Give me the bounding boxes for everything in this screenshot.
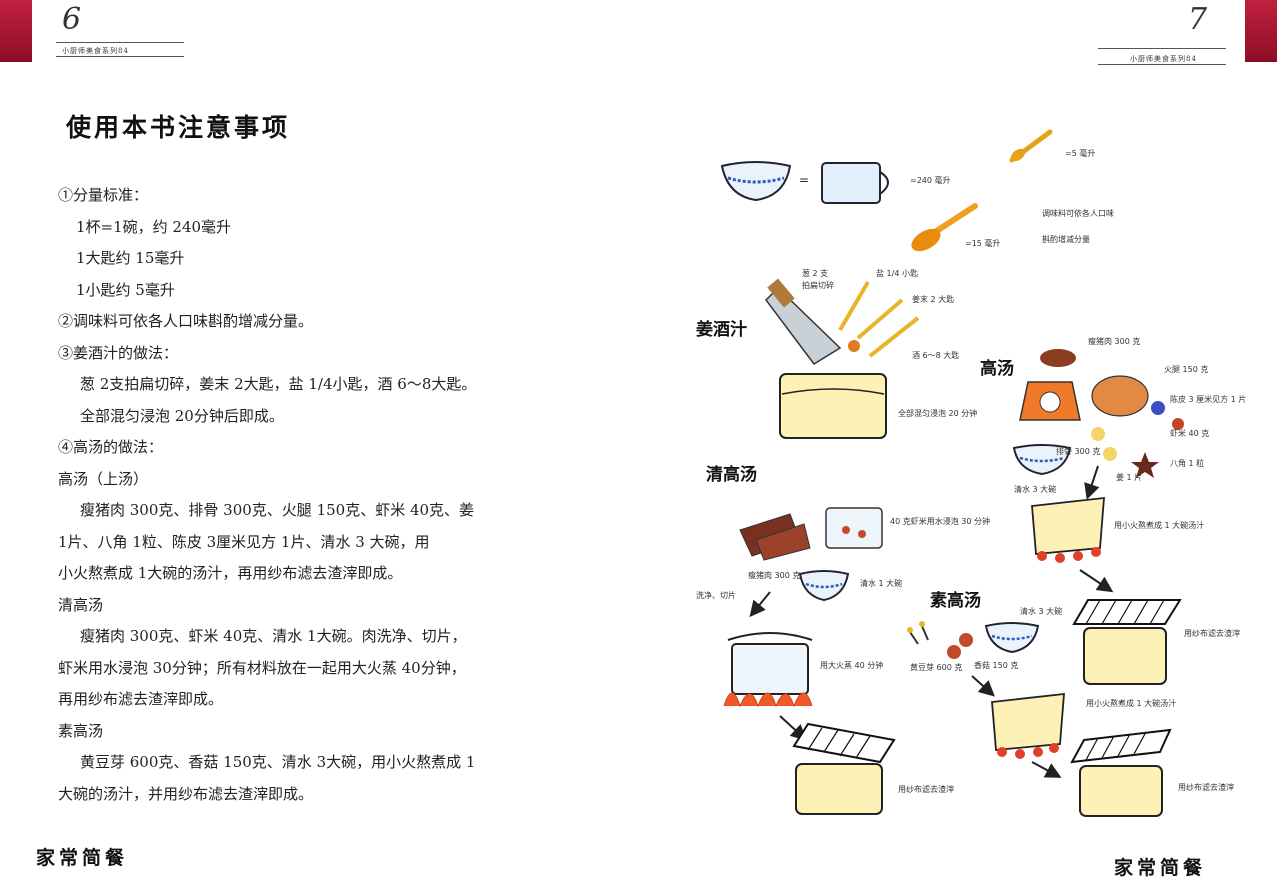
body-line: ③姜酒汁的做法： [58, 343, 179, 362]
header-rule [1098, 48, 1226, 49]
series-label: 小厨师美食系列84 [1130, 55, 1197, 63]
seasoning-note-1: 调味料可依各人口味 [1042, 208, 1114, 218]
clear-stock-bowl-icon [798, 570, 850, 602]
cs-soak-label: 40 克虾米用水浸泡 30 分钟 [890, 516, 990, 526]
clear-stock-strainer-icon [792, 722, 896, 815]
tablespoon-icon [911, 203, 978, 252]
body-line: 瘦猪肉 300克、虾米 40克、清水 1大碗。肉洗净、切片， [80, 627, 467, 645]
instructions-body: ①分量标准： 1杯=1碗，约 240毫升 1大匙约 15毫升 1小匙约 5毫升 … [58, 180, 628, 810]
clear-stock-heading: 清高汤 [706, 464, 757, 485]
header-rule [56, 56, 184, 57]
right-page: 7 小厨师美食系列84 = =240 毫升 =5 毫升 =15 毫升 [640, 0, 1277, 890]
page-footer: 家常简餐 [1114, 857, 1207, 879]
cleaver-icon [765, 278, 842, 365]
page-number: 6 [62, 2, 82, 37]
vs-mush-label: 香菇 150 克 [974, 660, 1018, 670]
mushroom-icon [947, 633, 973, 659]
measure-bowl-icon [720, 161, 792, 202]
gw-soak-label: 全部混匀浸泡 20 分钟 [898, 408, 977, 418]
veg-strainer-icon [1070, 728, 1172, 817]
page-title: 使用本书注意事项 [66, 113, 291, 142]
vs-water-label: 清水 3 大碗 [1020, 606, 1062, 616]
body-line: 1杯=1碗，约 240毫升 [76, 217, 232, 236]
page-ribbon [0, 0, 32, 62]
spoons-icon [838, 280, 920, 358]
body-line: 瘦猪肉 300克、排骨 300克、火腿 150克、虾米 40克、姜 [80, 501, 475, 519]
body-line: ④高汤的做法： [58, 438, 164, 456]
veg-stock-heading: 素高汤 [930, 590, 981, 611]
teaspoon-icon [1009, 129, 1053, 163]
steamer-pot-icon [723, 632, 813, 708]
body-line: 高汤（上汤） [58, 469, 149, 488]
stock-pot-icon [1031, 496, 1105, 563]
st-pork-label: 瘦猪肉 300 克 [1088, 336, 1140, 346]
seasoning-note-2: 斟酌增减分量 [1042, 234, 1090, 244]
vs-filter-label: 用纱布滤去渣滓 [1178, 782, 1234, 792]
vs-simmer-label: 用小火熬煮成 1 大碗汤汁 [1086, 698, 1176, 708]
ham-icon [1091, 375, 1184, 478]
body-line: 素高汤 [58, 721, 104, 740]
header-rule [56, 42, 184, 43]
veg-pot-icon [991, 692, 1065, 759]
series-label: 小厨师美食系列84 [62, 47, 129, 55]
cs-pork-label: 瘦猪肉 300 克 [748, 570, 800, 580]
equals-sign: = [799, 173, 809, 187]
st-anise-label: 八角 1 粒 [1170, 458, 1204, 468]
ginger-wine-heading: 姜酒汁 [696, 319, 747, 340]
scale-icon [1019, 349, 1081, 421]
st-ginger-label: 姜 1 片 [1116, 472, 1142, 482]
body-line: 清高汤 [58, 595, 104, 614]
gw-salt-label: 盐 1/4 小匙 [876, 268, 918, 278]
body-line: 大碗的汤汁，并用纱布滤去渣滓即成。 [58, 784, 314, 803]
body-line: 虾米用水浸泡 30分钟；所有材料放在一起用大火蒸 40分钟， [58, 658, 466, 677]
body-line: 1片、八角 1粒、陈皮 3厘米见方 1片、清水 3 大碗，用 [58, 532, 430, 551]
stock-bowl-icon [1012, 427, 1117, 476]
page-number: 7 [1188, 2, 1208, 37]
cs-wash-label: 洗净、切片 [696, 590, 736, 600]
body-line: 1小匙约 5毫升 [76, 280, 175, 299]
tsp-volume-label: =5 毫升 [1065, 148, 1095, 158]
shrimp-soak-icon [825, 507, 883, 549]
body-line: ①分量标准： [58, 186, 149, 204]
st-filter-label: 用纱布滤去渣滓 [1184, 628, 1240, 638]
gw-chop-label: 拍扁切碎 [802, 280, 834, 290]
stock-strainer-icon [1072, 599, 1182, 685]
st-ribs-label: 排骨 300 克 [1056, 446, 1100, 456]
body-line: 全部混匀浸泡 20分钟后即成。 [80, 406, 284, 425]
body-line: 黄豆芽 600克、香菇 150克、清水 3大碗，用小火熬煮成 1 [80, 753, 476, 771]
tbsp-volume-label: =15 毫升 [965, 238, 1000, 248]
cs-filter-label: 用纱布滤去渣滓 [898, 784, 954, 794]
st-simmer-label: 用小火熬煮成 1 大碗汤汁 [1114, 520, 1204, 530]
st-water-label: 清水 3 大碗 [1014, 484, 1056, 494]
st-shrimp-label: 虾米 40 克 [1170, 428, 1209, 438]
cooking-illustration: = =240 毫升 =5 毫升 =15 毫升 调味料可依各人口味 斟酌增减分量 … [696, 129, 1246, 817]
left-page: 6 小厨师美食系列84 使用本书注意事项 ①分量标准： 1杯=1碗，约 240毫… [0, 0, 628, 869]
gw-wine-label: 酒 6～8 大匙 [912, 350, 959, 360]
stock-heading: 高汤 [980, 358, 1014, 379]
cs-water-label: 清水 1 大碗 [860, 578, 902, 588]
gw-ginger-label: 姜末 2 大匙 [912, 294, 954, 304]
page-ribbon [1245, 0, 1277, 62]
measure-cup-icon [821, 162, 889, 204]
body-line: 1大匙约 15毫升 [76, 249, 185, 267]
body-line: 葱 2支拍扁切碎，姜末 2大匙，盐 1/4小匙，酒 6～8大匙。 [80, 375, 477, 393]
sprouts-icon [907, 621, 929, 645]
veg-bowl-icon [984, 622, 1040, 654]
cup-volume-label: =240 毫升 [910, 175, 951, 185]
header-rule [1098, 64, 1226, 65]
soak-bowl-icon [779, 373, 887, 439]
st-peel-label: 陈皮 3 厘米见方 1 片 [1170, 394, 1246, 404]
body-line: 再用纱布滤去渣滓即成。 [58, 690, 224, 708]
page-footer: 家常简餐 [36, 847, 129, 869]
st-ham-label: 火腿 150 克 [1164, 365, 1208, 374]
sliced-pork-icon [739, 513, 811, 561]
body-line: 小火熬煮成 1大碗的汤汁，再用纱布滤去渣滓即成。 [58, 564, 403, 582]
vs-sprouts-label: 黄豆芽 600 克 [910, 662, 962, 672]
body-line: ②调味料可依各人口味斟酌增减分量。 [58, 312, 314, 330]
cs-steam-label: 用大火蒸 40 分钟 [820, 660, 883, 670]
gw-scallion-label: 葱 2 支 [802, 268, 828, 278]
